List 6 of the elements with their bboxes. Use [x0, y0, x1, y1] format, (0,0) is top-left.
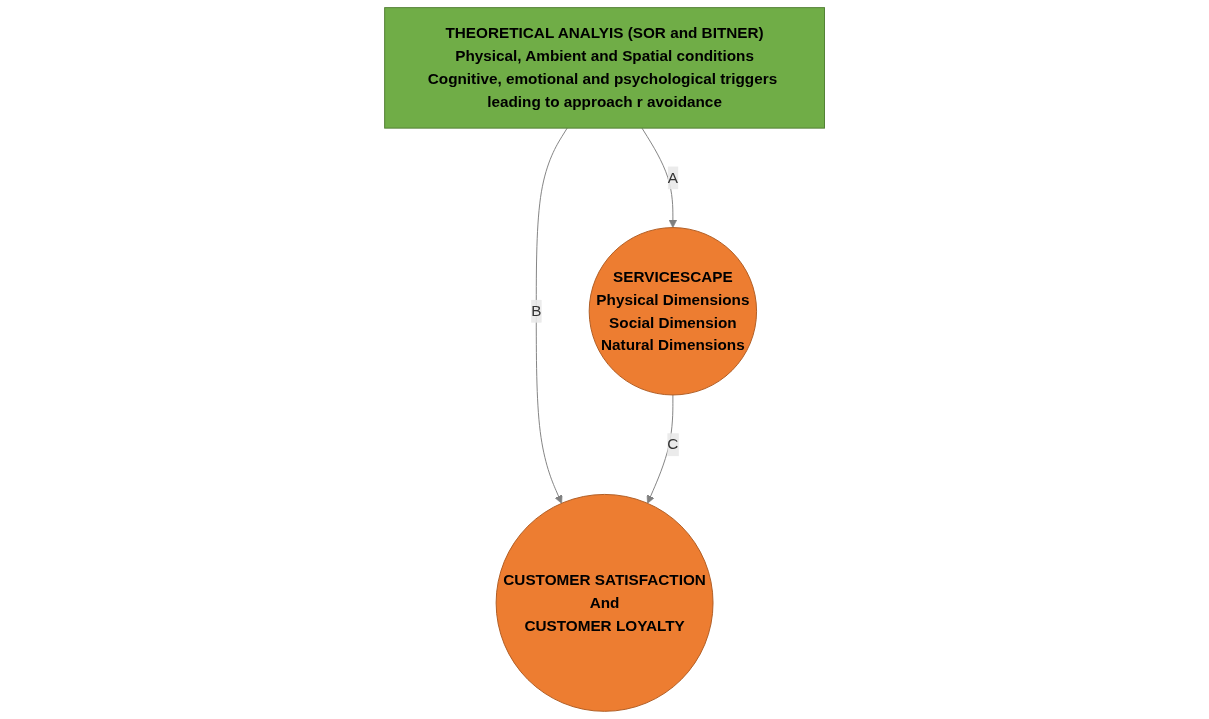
- edge-label: C: [667, 436, 679, 453]
- node-circle: CUSTOMER SATISFACTION And CUSTOMER LOYALTY: [495, 493, 714, 712]
- node-box: THEORETICAL ANALYIS (SOR and BITNER) Physical, Ambient and Spatial conditions Cognitive, emotional and psychological triggers leading to approach r avoidance: [384, 7, 825, 129]
- node-circle: SERVICESCAPE Physical Dimensions Social Dimension Natural Dimensions: [588, 227, 757, 396]
- edge-label: B: [531, 302, 542, 319]
- edge-label: A: [667, 169, 678, 186]
